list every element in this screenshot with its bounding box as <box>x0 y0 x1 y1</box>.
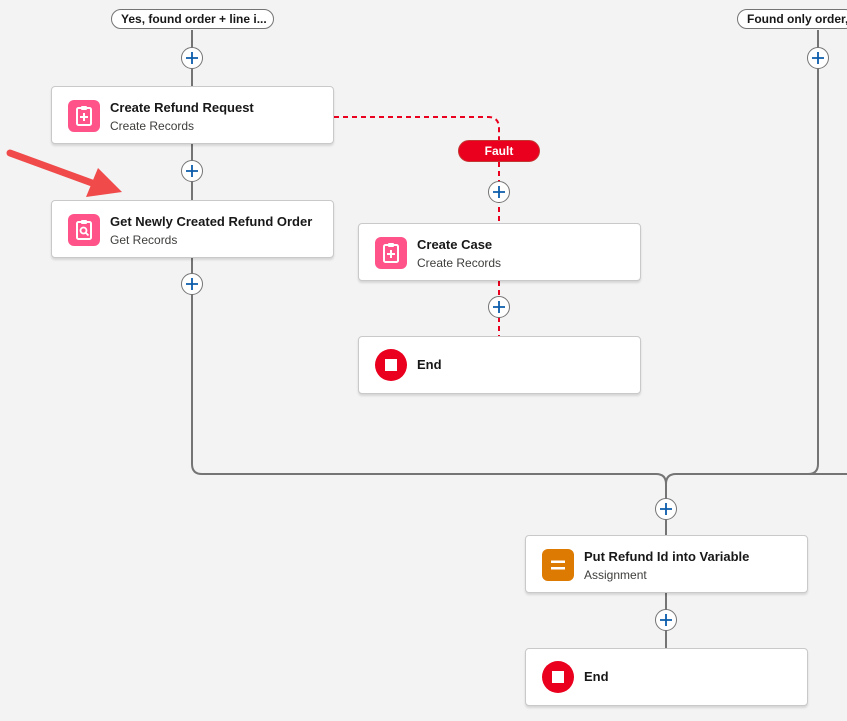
add-element-button[interactable] <box>488 296 510 318</box>
create-records-icon <box>68 100 100 132</box>
plus-icon <box>812 52 824 64</box>
plus-icon <box>186 165 198 177</box>
plus-icon <box>660 614 672 626</box>
end-icon <box>542 661 574 693</box>
add-element-button[interactable] <box>655 498 677 520</box>
node-final-end[interactable]: End <box>525 648 808 706</box>
node-get-refund-order[interactable]: Get Newly Created Refund Order Get Recor… <box>51 200 334 258</box>
outcome-label-right: Found only order, <box>737 9 847 29</box>
node-type: Assignment <box>584 568 647 582</box>
add-element-button[interactable] <box>181 47 203 69</box>
plus-icon <box>186 278 198 290</box>
node-type: Create Records <box>110 119 195 133</box>
plus-icon <box>660 503 672 515</box>
node-type: Create Records <box>417 256 502 270</box>
assignment-icon <box>542 549 574 581</box>
fault-label: Fault <box>458 140 540 162</box>
node-title: Create Refund Request <box>110 100 254 115</box>
create-records-icon <box>375 237 407 269</box>
get-records-icon <box>68 214 100 246</box>
plus-icon <box>493 186 505 198</box>
node-fault-end[interactable]: End <box>358 336 641 394</box>
outcome-label-left: Yes, found order + line i... <box>111 9 274 29</box>
node-title: End <box>584 669 609 684</box>
node-title: Put Refund Id into Variable <box>584 549 750 564</box>
node-title: End <box>417 357 442 372</box>
add-element-button[interactable] <box>181 273 203 295</box>
end-icon <box>375 349 407 381</box>
add-element-button[interactable] <box>655 609 677 631</box>
node-create-refund-request[interactable]: Create Refund Request Create Records <box>51 86 334 144</box>
node-title: Create Case <box>417 237 493 252</box>
node-put-refund-id[interactable]: Put Refund Id into Variable Assignment <box>525 535 808 593</box>
node-title: Get Newly Created Refund Order <box>110 214 313 229</box>
node-create-case[interactable]: Create Case Create Records <box>358 223 641 281</box>
add-element-button[interactable] <box>807 47 829 69</box>
plus-icon <box>186 52 198 64</box>
plus-icon <box>493 301 505 313</box>
node-type: Get Records <box>110 233 178 247</box>
add-element-button[interactable] <box>488 181 510 203</box>
add-element-button[interactable] <box>181 160 203 182</box>
